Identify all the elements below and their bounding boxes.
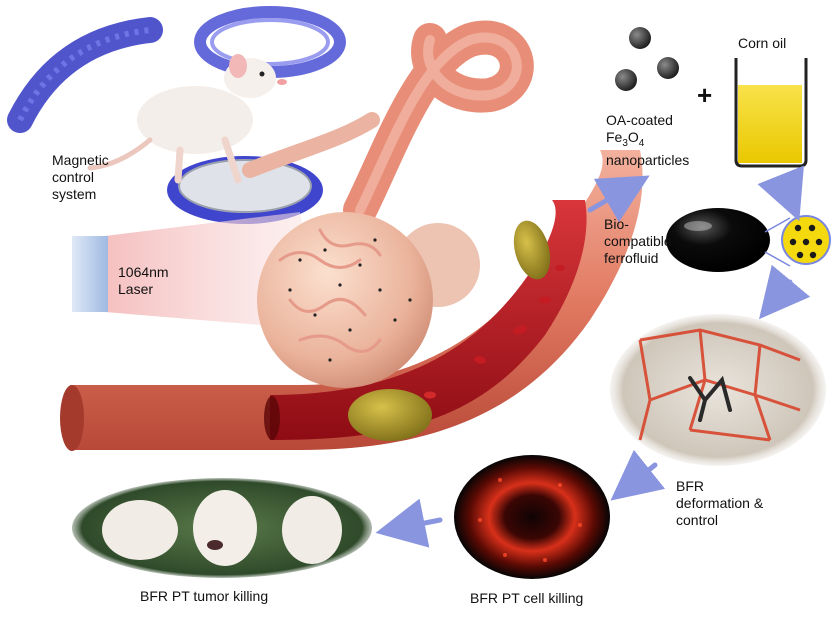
arrow-ferrofluid-to-deform xyxy=(758,264,811,320)
magnetic-label-line1: Magnetic xyxy=(52,152,109,168)
laser-label: 1064nm Laser xyxy=(118,264,169,298)
ferro-label-line1: Bio- xyxy=(604,216,629,232)
ferrofluid-droplet-upper xyxy=(513,220,551,280)
np-label-line1: OA-coated xyxy=(606,112,673,128)
deformation-label: BFR deformation & control xyxy=(676,478,763,529)
ferro-label-line2: compatible xyxy=(604,233,672,249)
ferrofluid-droplet-lower xyxy=(348,389,432,441)
corn-oil-label: Corn oil xyxy=(738,35,787,51)
laser-label-line2: Laser xyxy=(118,281,154,297)
cell-killing-speckle xyxy=(478,478,582,562)
magnetic-label-line3: system xyxy=(52,186,97,202)
laser-label-line1: 1064nm xyxy=(118,264,169,280)
cell-killing-micrograph xyxy=(454,455,610,579)
mice-photo xyxy=(72,478,372,578)
nanoparticles-label: OA-coated Fe3O4 nanoparticles xyxy=(606,112,689,169)
ferro-label-line3: ferrofluid xyxy=(604,250,659,266)
nanoparticles-illustration xyxy=(615,27,679,91)
flow-arrows xyxy=(375,165,811,548)
corn-oil-beaker xyxy=(734,58,808,168)
mouse-illustration xyxy=(87,54,287,184)
ferrofluid-label: Bio- compatible ferrofluid xyxy=(604,216,672,267)
cell-killing-label: BFR PT cell killing xyxy=(470,590,584,606)
arrow-oil-to-ferrofluid xyxy=(757,165,804,222)
blood-vessel xyxy=(60,20,643,451)
tumor xyxy=(257,212,480,388)
ferrofluid-illustration xyxy=(666,208,831,272)
magnetic-label-line2: control xyxy=(52,169,95,185)
laser-source xyxy=(72,236,108,312)
arrow-deform-to-cell xyxy=(610,449,666,501)
np-label-line3: nanoparticles xyxy=(606,151,690,168)
deform-label-line1: BFR xyxy=(676,478,704,494)
deform-label-line3: control xyxy=(676,512,719,528)
deformation-micrograph xyxy=(610,314,826,466)
deform-label-line2: deformation & xyxy=(676,495,764,511)
np-label-formula: Fe3O4 xyxy=(606,129,645,149)
arrow-cell-to-tumor xyxy=(375,498,443,548)
tumor-killing-label: BFR PT tumor killing xyxy=(140,588,269,604)
arrow-to-vessel xyxy=(587,175,650,223)
plus-sign: + xyxy=(697,80,712,110)
magnetic-control-label: Magnetic control system xyxy=(52,152,109,203)
